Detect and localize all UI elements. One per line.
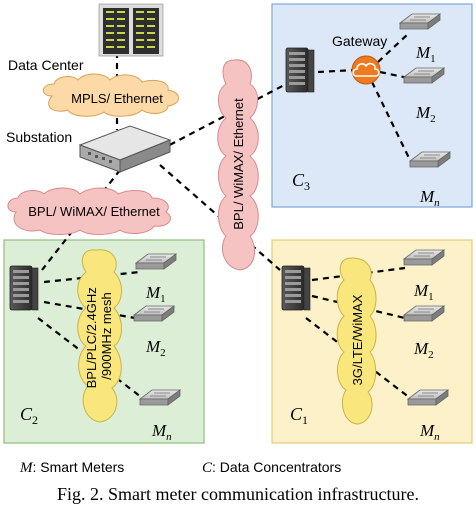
- legend-c-text: : Data Concentrators: [212, 459, 342, 475]
- c3-meter-n-label: Mn: [419, 187, 440, 209]
- c1-concentrator-icon: [281, 265, 311, 311]
- bpl-wimax-vertical-cloud: BPL/ WiMAX/ Ethernet: [217, 59, 259, 271]
- c1-meter-n-label: Mn: [419, 421, 440, 443]
- cluster-c3-box: [271, 3, 473, 208]
- legend-m-symbol: M: [20, 460, 33, 476]
- c2-cluster-label: C2: [20, 404, 38, 427]
- c2-meter-1-label: M1: [145, 283, 166, 305]
- cellular-cloud-label: 3G/LTE/WiMAX: [350, 294, 365, 385]
- legend-c-symbol: C: [202, 460, 213, 476]
- data-center-label: Data Center: [8, 57, 84, 73]
- data-center-servers-icon: [98, 3, 164, 57]
- legend-concentrators: C: Data Concentrators: [202, 459, 341, 477]
- c3-meter-2-label: M2: [415, 103, 436, 125]
- c2-meter-n-label: Mn: [151, 421, 172, 443]
- figure-caption: Fig. 2. Smart meter communication infras…: [57, 484, 419, 504]
- cellular-cloud: 3G/LTE/WiMAX: [336, 257, 377, 425]
- c1-meter-2-label: M2: [413, 339, 434, 361]
- c3-cluster-label: C3: [292, 170, 310, 193]
- legend-m-text: : Smart Meters: [32, 459, 125, 475]
- substation-router-icon: [78, 125, 172, 173]
- plc-mesh-cloud: BPL/PLC/2.4GHz /900MHz mesh: [77, 249, 122, 423]
- mpls-cloud: MPLS/ Ethernet: [42, 73, 179, 117]
- gateway-label: Gateway: [332, 33, 387, 49]
- gateway-cloud-icon: [351, 55, 381, 85]
- mpls-cloud-label: MPLS/ Ethernet: [71, 91, 163, 106]
- c2-meter-2-label: M2: [145, 337, 166, 359]
- bpl-wimax-cloud-label: BPL/ WiMAX/ Ethernet: [28, 204, 160, 219]
- c1-meter-1-label: M1: [413, 281, 434, 303]
- c2-concentrator-icon: [9, 265, 39, 311]
- c3-concentrator-icon: [285, 47, 315, 93]
- c3-meter-1-label: M1: [415, 43, 436, 65]
- bpl-wimax-cloud: BPL/ WiMAX/ Ethernet: [7, 187, 171, 235]
- legend-meters: M: Smart Meters: [20, 459, 124, 477]
- bpl-wimax-vertical-label: BPL/ WiMAX/ Ethernet: [231, 98, 246, 230]
- plc-mesh-label: BPL/PLC/2.4GHz /900MHz mesh: [84, 284, 114, 389]
- substation-label: Substation: [6, 129, 72, 145]
- c1-cluster-label: C1: [290, 404, 308, 427]
